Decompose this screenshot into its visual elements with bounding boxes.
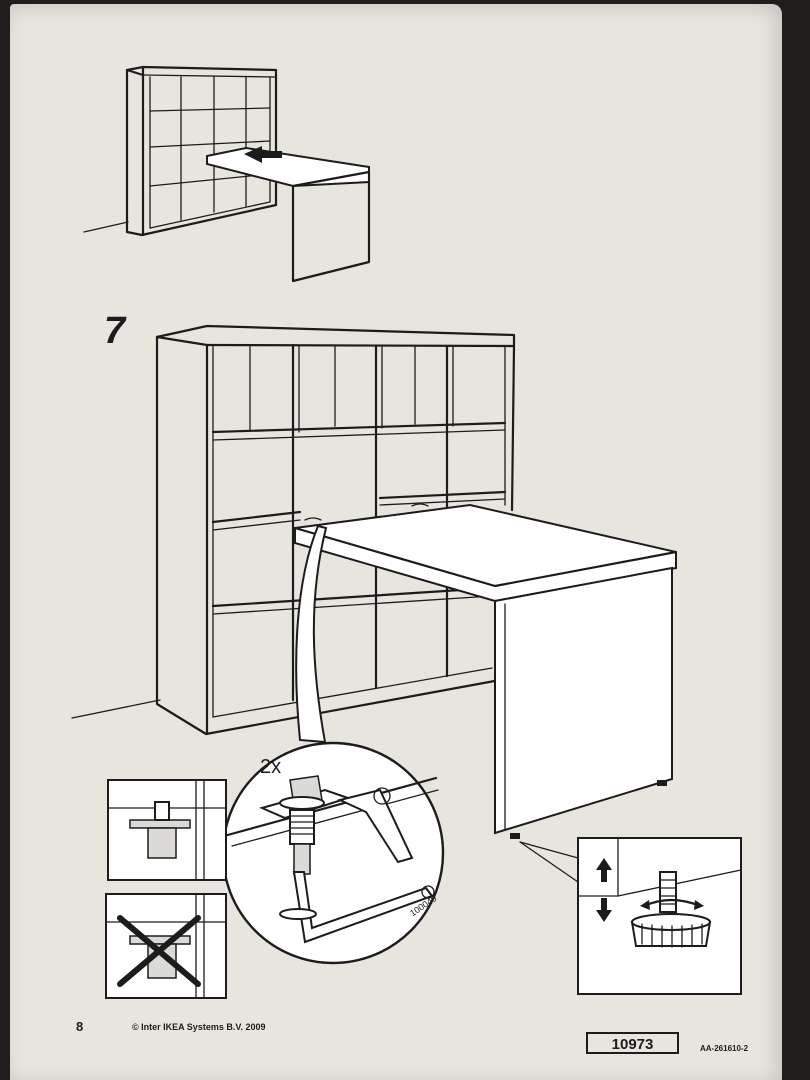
main-shelf-unit — [71, 324, 516, 736]
fitting-detail-circle — [221, 741, 445, 965]
assembly-illustration — [71, 65, 742, 999]
instruction-page: 7 2x 100049 8 © Inter IKEA Systems B.V. … — [10, 4, 782, 1080]
document-reference: AA-261610-2 — [700, 1044, 749, 1053]
adjustable-foot-detail — [519, 837, 742, 995]
incorrect-detail-box — [105, 893, 227, 999]
wrong-cross-icon — [117, 915, 201, 987]
main-desk — [293, 503, 678, 839]
page-number: 8 — [76, 1019, 84, 1034]
adjust-up-down-arrows-icon — [596, 858, 612, 922]
rotate-arrows-icon — [640, 898, 704, 910]
overview-shelf-with-desk — [83, 65, 371, 283]
detail-pointer — [295, 524, 328, 744]
product-code-box: 10973 — [586, 1032, 679, 1054]
quantity-label: 2x — [260, 756, 282, 778]
correct-detail-box — [107, 779, 227, 881]
step-number: 7 — [104, 310, 126, 352]
copyright-notice: © Inter IKEA Systems B.V. 2009 — [132, 1022, 266, 1032]
